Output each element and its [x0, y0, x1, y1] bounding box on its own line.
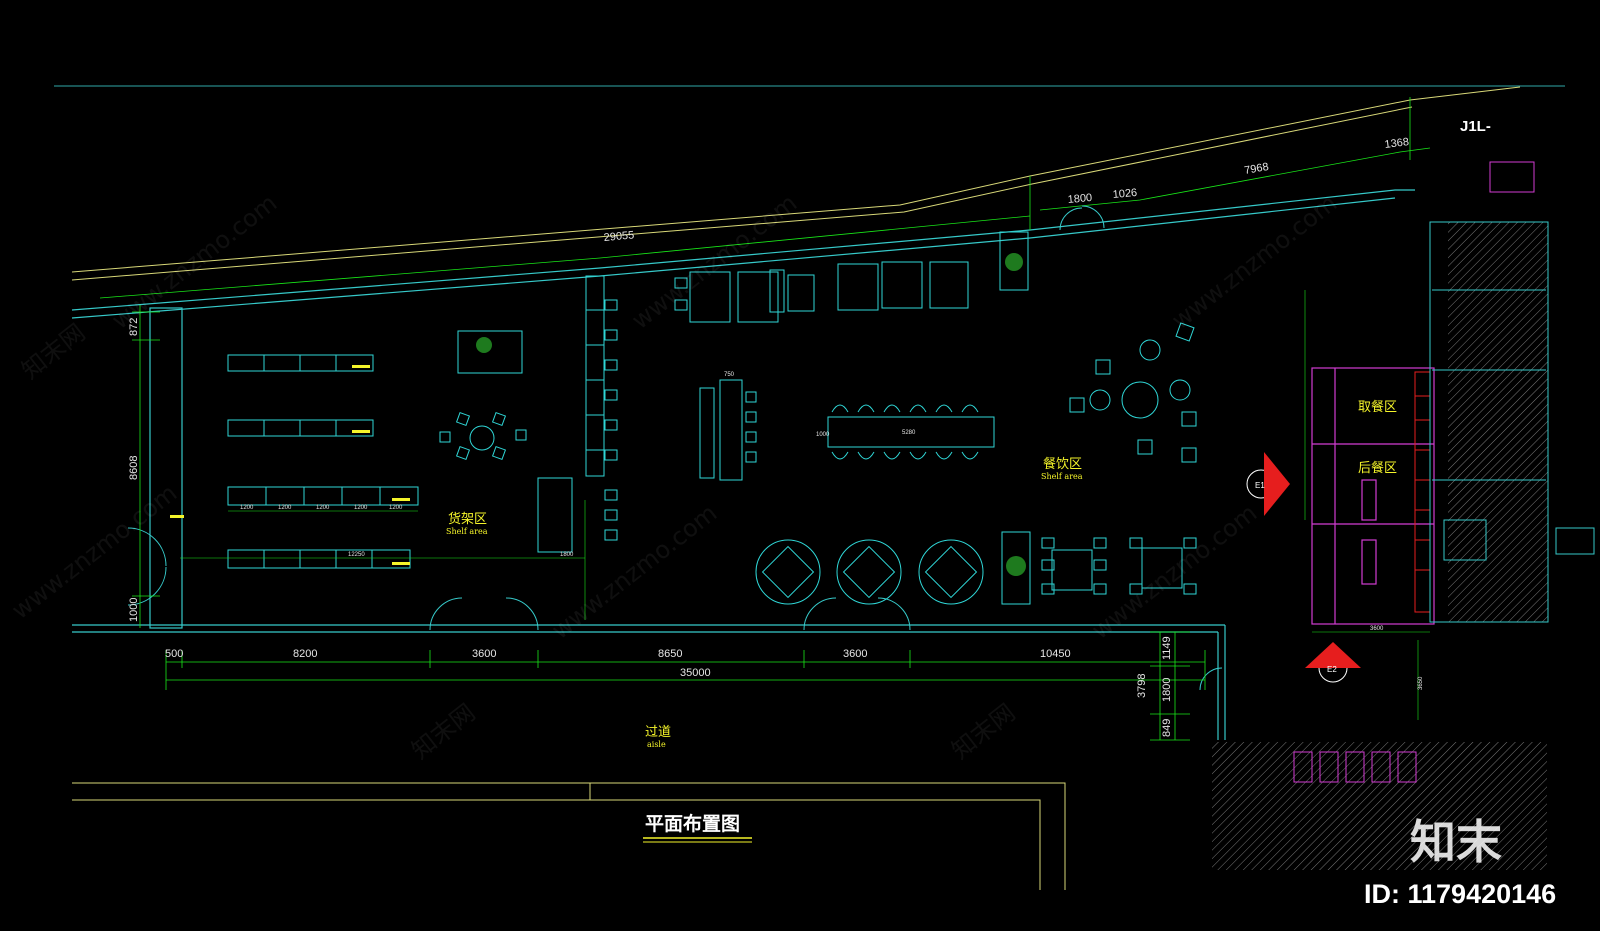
- booth-tables: [674, 261, 969, 323]
- zone-dining-en: Shelf area: [1041, 472, 1083, 481]
- watermark-text: www.znzmo.com: [1086, 499, 1262, 645]
- kitchen-equipment: [1414, 371, 1431, 613]
- drawing-title: 平面布置图: [645, 812, 740, 835]
- dim-table-1000: 1000: [816, 432, 830, 438]
- watermark-brand: 知末网: [16, 318, 90, 384]
- zone-shelf-en: Shelf area: [446, 527, 488, 536]
- elevation-marker-e1-label: E1: [1255, 481, 1265, 490]
- watermark-brand: 知末网: [406, 698, 480, 764]
- lounge-cluster: [1069, 322, 1197, 463]
- watermark-logo: 知末: [1410, 815, 1502, 869]
- square-tables: [1041, 537, 1197, 595]
- dim-kitchen-3600: 3600: [1370, 626, 1384, 632]
- zone-backkitchen-cn: 后餐区: [1358, 460, 1397, 476]
- dim-table-5280: 5280: [902, 430, 916, 436]
- north-toilet-block: [1489, 161, 1535, 193]
- small-round-table-group: [439, 411, 527, 461]
- dim-shelf-12250: 12250: [348, 552, 365, 558]
- round-tables: [755, 539, 984, 605]
- shelf-units: [227, 330, 573, 569]
- display-column-shelves: [585, 275, 618, 541]
- dim-table-750: 750: [724, 372, 735, 378]
- dim-right-1800: 1800: [1161, 678, 1173, 702]
- dim-shelf-1200: 1200: [278, 505, 292, 511]
- dim-right-849: 849: [1161, 719, 1173, 737]
- dim-shelf-1200: 1200: [389, 505, 403, 511]
- zone-aisle-en: aisle: [647, 740, 666, 749]
- dim-kitchen-3650: 3650: [1418, 676, 1424, 690]
- dim-shelf-1200: 1200: [354, 505, 368, 511]
- watermark-text: www.znzmo.com: [1166, 189, 1342, 335]
- dim-right-1149: 1149: [1161, 636, 1173, 660]
- elevation-marker-e2-label: E2: [1327, 665, 1337, 674]
- dim-bottom-3600b: 3600: [843, 648, 867, 660]
- kitchen-block: [1311, 367, 1435, 625]
- right-dimension-lines: [1150, 631, 1190, 741]
- dim-shelf-1200: 1200: [240, 505, 254, 511]
- communal-table: [827, 404, 995, 460]
- bar-counter: [699, 379, 757, 481]
- dim-bottom-8200: 8200: [293, 648, 317, 660]
- watermark-text: www.znzmo.com: [546, 499, 722, 645]
- zone-shelf-cn: 货架区: [448, 511, 487, 527]
- south-doors: [127, 205, 1223, 691]
- watermark-text: www.znzmo.com: [626, 189, 802, 335]
- east-service-walls: [1429, 221, 1595, 623]
- top-dimension-line: [99, 97, 1431, 299]
- kitchen-dim-lines: [1304, 290, 1430, 720]
- watermark-brand: 知末网: [946, 698, 1020, 764]
- dim-bottom-8650: 8650: [658, 648, 682, 660]
- dim-left-872: 872: [128, 318, 140, 336]
- shelf-dim-texts: 1200 1200 1200 1200 1200 12250 1800: [240, 505, 574, 558]
- shelf-tags: [170, 365, 410, 565]
- plant-symbols: [476, 253, 1026, 576]
- elevation-marker-e1: [1246, 452, 1290, 516]
- planters: [999, 231, 1031, 605]
- dim-top-door-b: 1026: [1112, 187, 1137, 201]
- dim-shelf-1200: 1200: [316, 505, 330, 511]
- dim-top-door-a: 1800: [1067, 192, 1092, 206]
- image-id: ID: 1179420146: [1364, 879, 1556, 909]
- elevation-marker-e2: [1305, 642, 1361, 683]
- dim-bottom-10450: 10450: [1040, 648, 1071, 660]
- south-toilets: [1293, 751, 1417, 783]
- zone-dining-cn: 餐饮区: [1043, 456, 1082, 472]
- zone-pickup-cn: 取餐区: [1358, 399, 1397, 415]
- dim-left-1000: 1000: [128, 598, 140, 622]
- service-hatch-south: [1212, 742, 1547, 870]
- lower-outline: [72, 782, 1066, 890]
- dim-right-3798: 3798: [1136, 674, 1148, 698]
- dim-left-8608: 8608: [128, 456, 140, 480]
- dim-top-right: 7968: [1243, 161, 1269, 177]
- dim-bottom-500: 500: [165, 648, 183, 660]
- dim-shelf-1800: 1800: [560, 552, 574, 558]
- dim-bottom-3600a: 3600: [472, 648, 496, 660]
- dim-top-far: 1368: [1384, 136, 1410, 151]
- grid-tag: J1L-: [1460, 118, 1491, 135]
- service-hatch-east: [1448, 222, 1548, 622]
- zone-aisle-cn: 过道: [645, 725, 671, 740]
- watermark-text: www.znzmo.com: [6, 479, 182, 625]
- left-dimension-lines: [132, 305, 160, 628]
- dim-top-total: 29055: [603, 229, 635, 244]
- shelf-dim-lines: [180, 500, 586, 620]
- dim-bottom-total: 35000: [680, 667, 711, 679]
- main-walls: [72, 307, 1226, 740]
- watermark-text: www.znzmo.com: [106, 189, 282, 335]
- bottom-dimension-lines: [165, 650, 1206, 690]
